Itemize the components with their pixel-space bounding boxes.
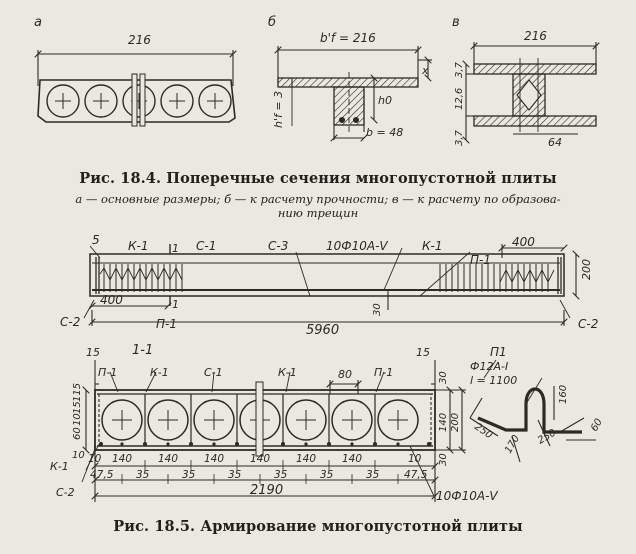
elev-dim-400-left: 400 bbox=[100, 293, 123, 307]
elev-dim-5: 5 bbox=[92, 233, 100, 247]
detail-p1-dim-60: 60 bbox=[589, 417, 605, 434]
elev-dim-400-right: 400 bbox=[512, 235, 535, 249]
section-1-1-view bbox=[81, 360, 466, 502]
elev-label-c3: С-3 bbox=[268, 239, 288, 253]
panel-c-top: 3,7 bbox=[454, 61, 465, 78]
detail-p1-dim-170: 170 bbox=[503, 433, 522, 455]
section-bottom-row2-6: 35 bbox=[366, 469, 380, 481]
section-bottom-row2-7: 47,5 bbox=[404, 469, 428, 481]
section-left-dim-60: 60 bbox=[72, 427, 83, 440]
section-rebar: 10Ф10А-V bbox=[436, 489, 498, 503]
elev-section-mark-top: 1 bbox=[172, 242, 179, 255]
elev-label-p1-left: П-1 bbox=[156, 317, 177, 331]
section-bottom-row1-1: 140 bbox=[112, 453, 132, 465]
panel-b-flange-width: b'f = 216 bbox=[320, 31, 376, 45]
panel-c-section bbox=[466, 42, 596, 140]
detail-p1-spec: Ф12А-I bbox=[470, 360, 508, 373]
panel-b-x: x bbox=[421, 64, 429, 77]
section-dim-15-left: 15 bbox=[86, 346, 100, 359]
elev-label-k1-left: К-1 bbox=[128, 239, 148, 253]
section-bottom-row1-4: 140 bbox=[250, 453, 270, 465]
panel-b-web-width: b = 48 bbox=[366, 126, 403, 139]
section-bottom-row2-5: 35 bbox=[320, 469, 334, 481]
detail-p1 bbox=[469, 359, 596, 463]
detail-p1-length: l = 1100 bbox=[470, 374, 517, 387]
panel-c-bottom: 3,7 bbox=[454, 129, 465, 146]
panel-a-section bbox=[38, 50, 235, 127]
detail-p1-dim-250-right: 250 bbox=[536, 428, 558, 447]
panel-c-web: 64 bbox=[548, 136, 562, 149]
section-bottom-row1-3: 140 bbox=[204, 453, 224, 465]
section-right-dim-200: 200 bbox=[450, 413, 461, 432]
panel-c-mid: 12,6 bbox=[454, 88, 465, 110]
elevation-view bbox=[83, 244, 576, 326]
panel-b-flange-thk: h'f = 3 bbox=[272, 91, 285, 128]
section-right-dim-30-bottom: 30 bbox=[438, 453, 449, 466]
panel-b-h0: h0 bbox=[378, 94, 392, 107]
section-bottom-row1-5: 140 bbox=[296, 453, 316, 465]
section-right-dim-30-top: 30 bbox=[438, 371, 449, 384]
panel-a-width: 216 bbox=[128, 33, 151, 47]
section-label-c2: С-2 bbox=[56, 486, 75, 499]
panel-a-letter: а bbox=[34, 15, 42, 30]
panel-c-width: 216 bbox=[524, 29, 547, 43]
section-bottom-row2-1: 35 bbox=[136, 469, 150, 481]
elev-label-k1-right: К-1 bbox=[422, 239, 442, 253]
section-label-c1: С-1 bbox=[204, 366, 223, 379]
section-dim-80: 80 bbox=[338, 368, 352, 381]
section-title: 1-1 bbox=[132, 343, 153, 358]
section-left-dim-115: 115 bbox=[72, 383, 83, 402]
detail-p1-dim-160: 160 bbox=[558, 385, 569, 404]
elev-total-length: 5960 bbox=[306, 323, 339, 338]
elev-label-c2-right: С-2 bbox=[578, 317, 598, 331]
section-label-k1-bottom: К-1 bbox=[50, 460, 69, 473]
section-label-p1-left: П-1 bbox=[98, 366, 117, 379]
figure-18-4-legend-line1: а — основные размеры; б — к расчету проч… bbox=[75, 192, 561, 206]
section-dim-15-right: 15 bbox=[416, 346, 430, 359]
section-bottom-row2-2: 35 bbox=[182, 469, 196, 481]
figure-18-5-caption: Рис. 18.5. Армирование многопустотной пл… bbox=[113, 518, 523, 535]
panel-c-letter: в bbox=[452, 15, 460, 30]
figure-18-4-caption: Рис. 18.4. Поперечные сечения многопусто… bbox=[79, 170, 557, 187]
elev-dim-30: 30 bbox=[372, 303, 383, 316]
section-left-dim-10b: 10 bbox=[72, 450, 85, 461]
section-total-width: 2190 bbox=[250, 483, 283, 498]
panel-b-section bbox=[278, 46, 432, 140]
elev-label-p1-right: П-1 bbox=[470, 253, 491, 267]
elev-dim-200: 200 bbox=[580, 259, 593, 280]
section-bottom-row1-6: 140 bbox=[342, 453, 362, 465]
elev-label-rebar: 10Ф10А-V bbox=[326, 239, 388, 253]
section-bottom-row2-3: 35 bbox=[228, 469, 242, 481]
section-label-k1-mid: К-1 bbox=[278, 366, 297, 379]
section-bottom-row1-2: 140 bbox=[158, 453, 178, 465]
section-bottom-row2-4: 35 bbox=[274, 469, 288, 481]
elev-label-c1: С-1 bbox=[196, 239, 216, 253]
section-left-dim-10: 10 bbox=[72, 413, 83, 426]
section-label-k1-left: К-1 bbox=[150, 366, 169, 379]
elev-section-mark-bottom: 1 bbox=[172, 298, 179, 311]
section-label-p1-right: П-1 bbox=[374, 366, 393, 379]
section-bottom-row1-7: 10 bbox=[408, 453, 422, 465]
section-left-dim-15: 15 bbox=[72, 401, 83, 414]
section-bottom-row2-0: 47,5 bbox=[90, 469, 114, 481]
section-bottom-row1-0: 10 bbox=[88, 453, 102, 465]
detail-p1-name: П1 bbox=[490, 345, 507, 359]
panel-b-letter: б bbox=[268, 15, 276, 30]
elev-label-c2-left: С-2 bbox=[60, 315, 80, 329]
figure-18-4-legend-line2: нию трещин bbox=[277, 206, 359, 220]
section-right-dim-140: 140 bbox=[438, 413, 449, 432]
